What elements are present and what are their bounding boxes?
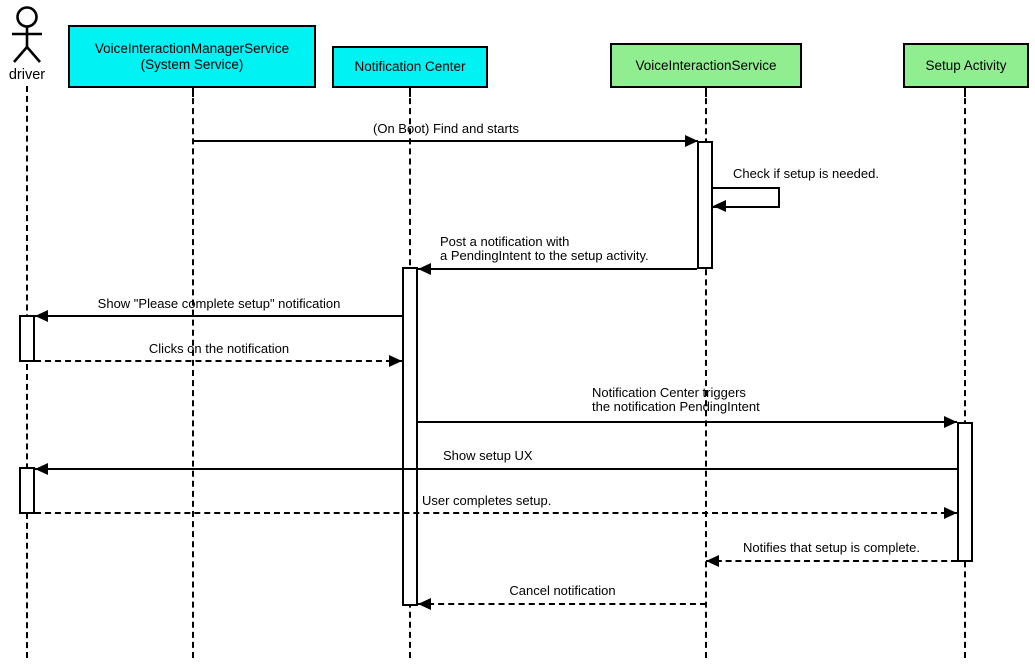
lifeline-voiceinteractionmanagerservice [192,88,194,658]
activation-bar-driver-2 [19,467,35,514]
message-label: Show "Please complete setup" notificatio… [97,296,341,311]
message-label: User completes setup. [422,493,552,508]
lifeline-voiceinteractionservice [705,88,707,658]
message-line [418,421,957,423]
arrowhead-icon [944,416,957,428]
activation-bar-notification-center [402,267,418,606]
message-label: (On Boot) Find and starts [373,121,519,136]
message-label: Notifies that setup is complete. [742,540,921,555]
participant-notification-center: Notification Center [332,46,488,88]
arrowhead-icon [418,263,431,275]
participant-setup-activity: Setup Activity [903,43,1029,88]
actor-stick-figure-icon [12,6,42,63]
message-line [35,360,402,362]
actor-driver-label: driver [8,67,46,83]
arrowhead-icon [418,598,431,610]
participant-label: VoiceInteractionManagerService [94,40,290,56]
participant-voiceinteractionservice: VoiceInteractionService [610,43,802,88]
message-line [418,268,697,270]
participant-label: Notification Center [354,59,466,74]
message-label: Clicks on the notification [148,341,290,356]
message-label: Cancel notification [509,583,616,598]
arrowhead-icon [706,555,719,567]
lifeline-stub [705,88,707,97]
activation-bar-setup-activity [957,422,973,562]
arrowhead-icon [944,507,957,519]
lifeline-stub [409,88,411,97]
message-line [35,468,957,470]
participant-label: Setup Activity [925,57,1007,73]
participant-label: (System Service) [140,56,244,72]
arrowhead-icon [389,355,402,367]
lifeline-setup-activity [964,88,966,658]
self-message-loop [713,187,780,208]
message-line [418,603,706,605]
message-label: Show setup UX [443,448,533,463]
participant-label: VoiceInteractionService [635,57,777,73]
arrowhead-icon [713,200,726,212]
activation-bar-voiceinteractionservice [697,141,713,269]
arrowhead-icon [685,135,698,147]
lifeline-driver [26,86,28,658]
arrowhead-icon [35,310,48,322]
message-line [35,512,957,514]
activation-bar-driver-1 [19,315,35,362]
message-line [193,140,698,142]
arrowhead-icon [35,463,48,475]
lifeline-stub [964,88,966,97]
participant-voiceinteractionmanagerservice: VoiceInteractionManagerService (System S… [68,25,316,88]
message-line [35,315,402,317]
message-label: Check if setup is needed. [733,166,879,181]
lifeline-stub [192,88,194,97]
message-line [706,560,957,562]
